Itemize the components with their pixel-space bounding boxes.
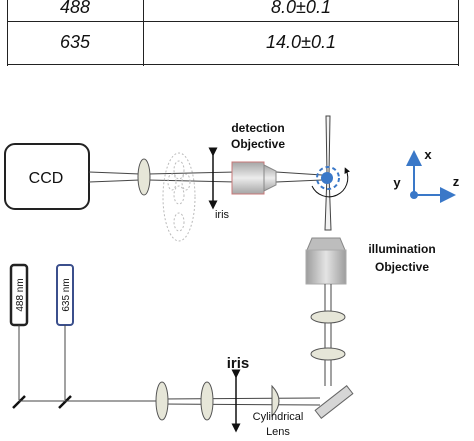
- wavelength-table: 488 8.0±0.1 635 14.0±0.1: [7, 0, 459, 66]
- detection-objective: detection Objective: [231, 121, 285, 195]
- table-row: 488 8.0±0.1: [7, 0, 459, 24]
- illumination-objective: illumination Objective: [305, 237, 436, 285]
- axis-indicator: x y z: [393, 147, 460, 203]
- expander-lens-2: [200, 381, 214, 421]
- axis-y-label: y: [393, 175, 401, 190]
- illumination-iris: iris: [227, 355, 250, 433]
- relay-lens-lower: [310, 347, 346, 361]
- detection-beam: [88, 171, 323, 183]
- laser-488-mirror: [12, 395, 26, 409]
- fold-mirror: [314, 385, 354, 419]
- table-cell-wavelength: 635: [59, 32, 91, 52]
- laser-635-label: 635 nm: [61, 278, 72, 311]
- axis-z-label: z: [453, 174, 460, 189]
- illumination-beam-horizontal: [19, 397, 321, 406]
- tube-lens: [137, 158, 151, 196]
- expander-lens-1: [155, 381, 169, 421]
- cylindrical-lens-line1: Cylindrical: [253, 411, 304, 423]
- table-cell-value: 14.0±0.1: [266, 32, 336, 52]
- illumination-objective-line1: illumination: [368, 242, 435, 256]
- laser-488: 488 nm: [9, 263, 29, 327]
- table-divider: [143, 0, 144, 66]
- ccd-camera: CCD: [4, 143, 90, 210]
- detection-iris: iris: [208, 147, 230, 221]
- table-divider: [7, 64, 459, 65]
- dichroic-mirror: [58, 395, 72, 409]
- table-divider: [458, 0, 459, 66]
- detection-objective-line2: Objective: [231, 137, 285, 151]
- axis-x-label: x: [424, 147, 432, 162]
- laser-488-label: 488 nm: [15, 278, 26, 311]
- cylindrical-lens: Cylindrical Lens: [253, 384, 304, 438]
- ccd-label: CCD: [29, 170, 64, 187]
- table-divider: [7, 21, 459, 22]
- table-cell-value: 8.0±0.1: [271, 0, 331, 17]
- table-row: 635 14.0±0.1: [7, 26, 459, 59]
- sample: [311, 166, 350, 198]
- detection-objective-line1: detection: [231, 121, 284, 135]
- laser-635: 635 nm: [56, 264, 74, 326]
- cylindrical-lens-line2: Lens: [266, 426, 290, 438]
- relay-lens-upper: [310, 310, 346, 324]
- table-divider: [7, 0, 8, 66]
- illumination-objective-line2: Objective: [375, 260, 429, 274]
- iris-small-label: iris: [215, 209, 230, 221]
- table-cell-wavelength: 488: [59, 0, 91, 17]
- illumination-beam-vertical: [324, 284, 332, 386]
- filter-wheel: [162, 152, 196, 242]
- iris-large-label: iris: [227, 355, 250, 372]
